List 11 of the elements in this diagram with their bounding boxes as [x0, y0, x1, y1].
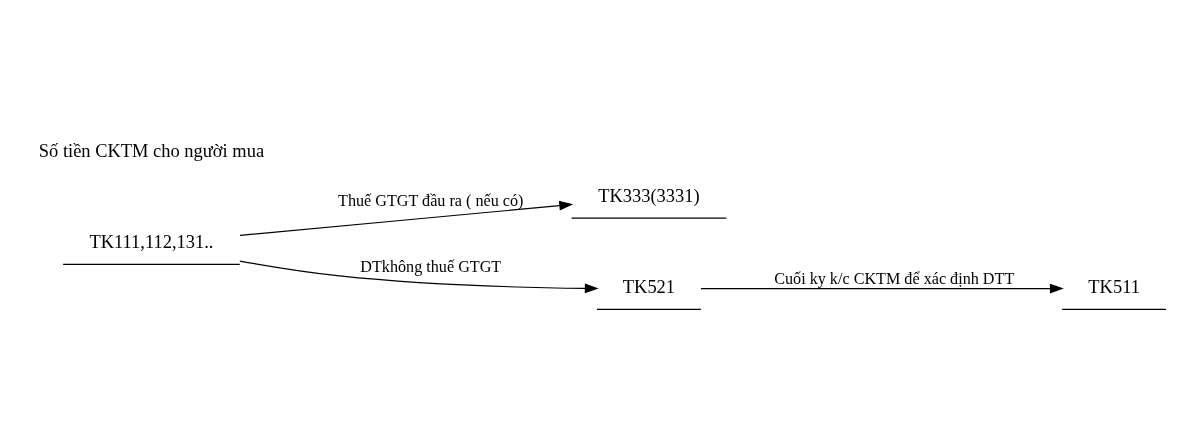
edge-label: DTkhông thuế GTGT [360, 257, 502, 275]
node-text: TK511 [1088, 276, 1140, 297]
arrow [700, 283, 1064, 294]
edge-label: Cuối ky k/c CKTM để xác định DTT [774, 270, 1015, 288]
label: Số tiền CKTM cho người mua [38, 140, 265, 161]
arrow [239, 200, 574, 236]
edge-label: Thuế GTGT đầu ra ( nếu có) [338, 191, 524, 209]
node-text: TK521 [622, 276, 676, 297]
node-text: TK111,112,131.. [89, 231, 214, 252]
node-text: TK333(3331) [598, 185, 700, 206]
arrow [239, 260, 599, 294]
